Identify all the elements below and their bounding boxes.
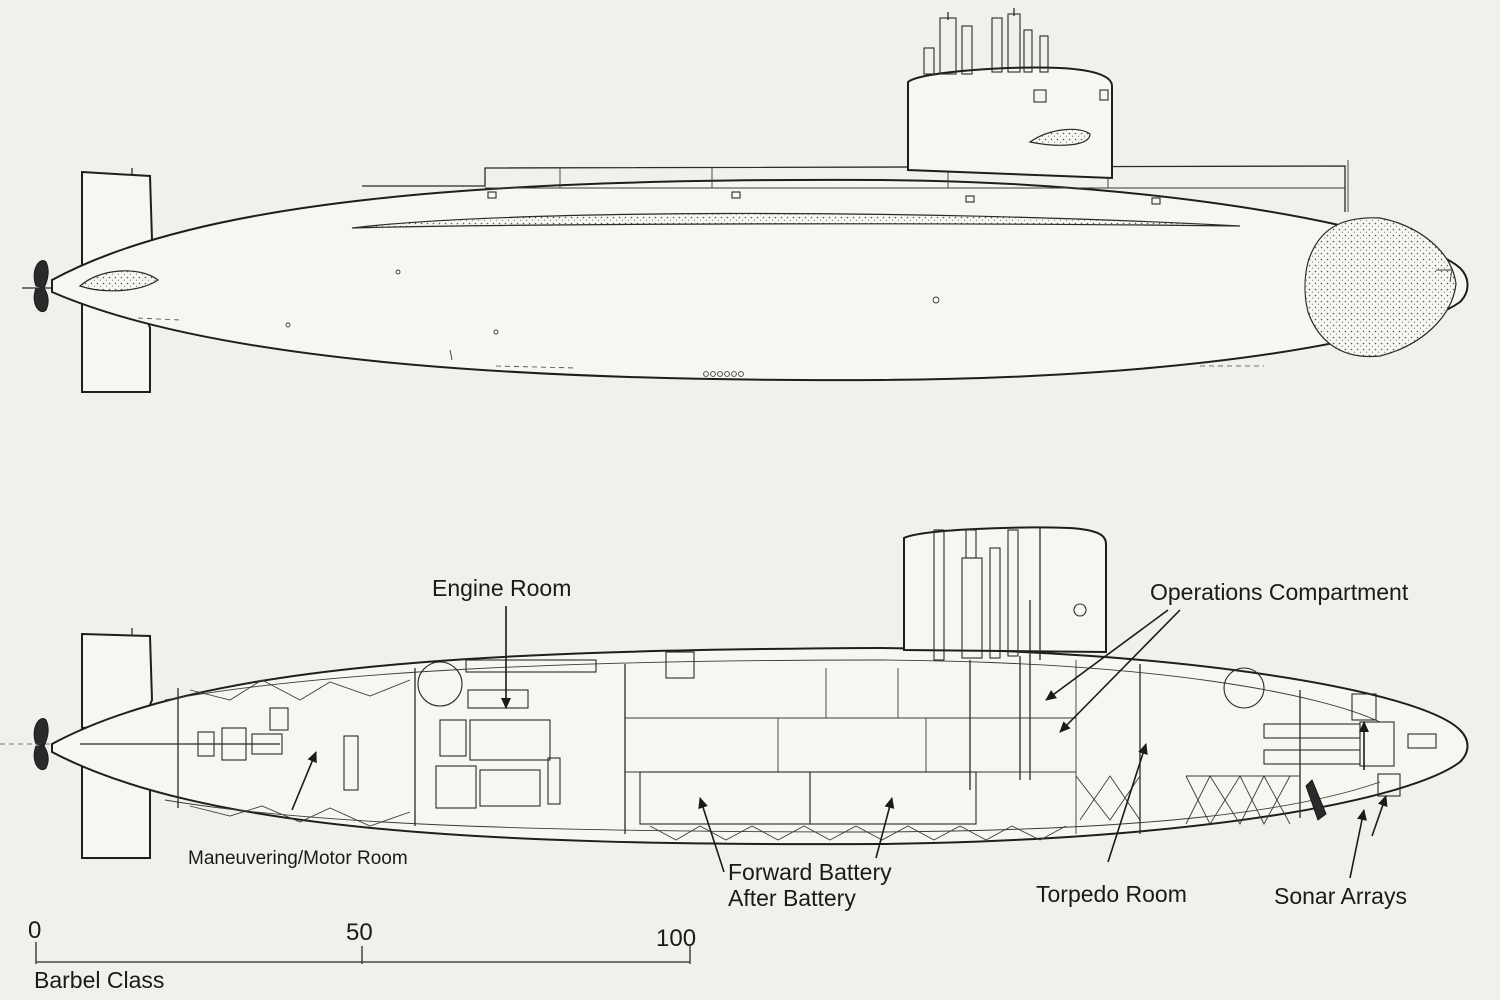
arrow-forward-battery — [875, 797, 895, 859]
arrow-sonar-1 — [1349, 809, 1367, 879]
label-forward-battery: Forward Battery — [728, 859, 892, 885]
scale-tick-100: 100 — [656, 925, 696, 952]
caption-barbel-class: Barbel Class — [34, 967, 164, 993]
exterior-profile-view — [22, 8, 1469, 393]
hull-cutaway — [51, 646, 1469, 846]
hull-bracing — [189, 679, 1300, 841]
forward-equipment — [665, 651, 1437, 821]
label-after-battery: After Battery — [728, 885, 856, 911]
hull-fittings — [137, 269, 1264, 377]
label-operations-compartment: Operations Compartment — [1150, 579, 1409, 605]
leader-arrows — [291, 606, 1388, 879]
motor-machinery — [80, 707, 359, 791]
scale-tick-0: 0 — [28, 917, 41, 944]
propeller-cutaway — [0, 718, 80, 770]
engine-machinery — [417, 659, 597, 809]
label-sonar-arrays: Sonar Arrays — [1274, 883, 1407, 909]
deck-casing — [362, 165, 1346, 212]
arrow-motor-room — [291, 751, 317, 811]
bow-sonar-dome — [1304, 217, 1457, 358]
compartment-labels: Engine Room Operations Compartment Maneu… — [188, 575, 1409, 911]
arrow-torpedo-room — [1107, 743, 1148, 863]
arrow-operations-1 — [1059, 609, 1181, 733]
arrow-sonar-2 — [1371, 795, 1388, 837]
sail-cutaway — [903, 526, 1107, 654]
scale-bar: 0 50 100 Barbel Class — [28, 917, 696, 993]
sail-planes — [1028, 128, 1091, 146]
sail-exterior — [907, 66, 1113, 180]
label-engine-room: Engine Room — [432, 575, 571, 601]
arrow-operations-2 — [1045, 609, 1169, 701]
arrow-after-battery — [698, 797, 725, 873]
label-maneuvering-motor-room: Maneuvering/Motor Room — [188, 848, 408, 869]
label-torpedo-room: Torpedo Room — [1036, 881, 1187, 907]
side-recess — [351, 212, 1241, 229]
cutaway-profile-view — [0, 526, 1469, 859]
scale-tick-50: 50 — [346, 919, 373, 946]
sail-masts — [923, 8, 1049, 75]
stern-recess — [78, 270, 160, 292]
forward-battery-block — [809, 771, 977, 825]
hull-exterior — [51, 178, 1469, 382]
